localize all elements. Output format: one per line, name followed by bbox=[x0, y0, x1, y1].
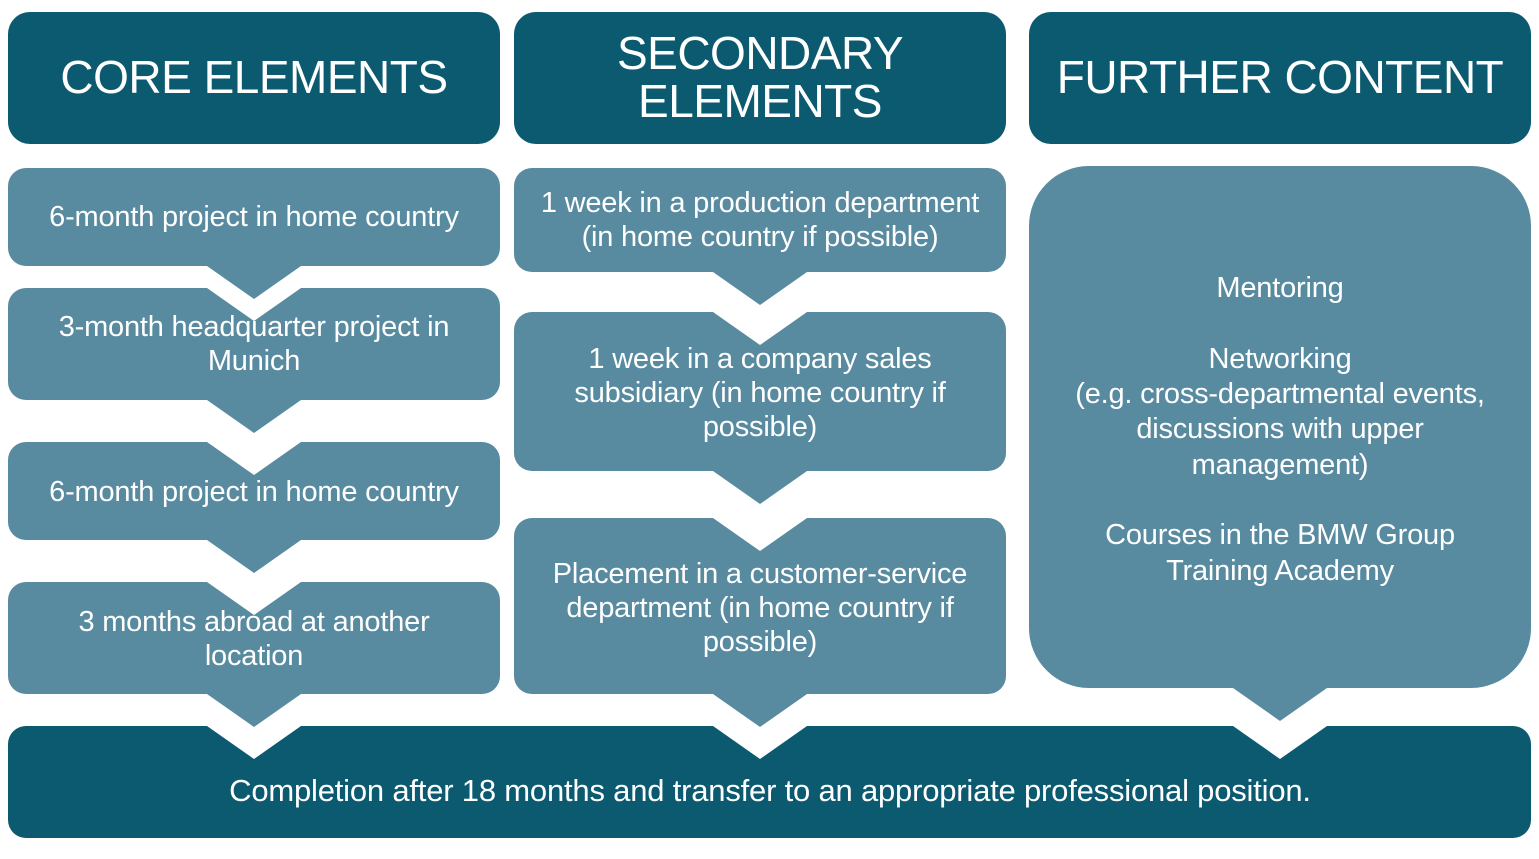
panel-box-further bbox=[1029, 166, 1531, 721]
header-box-secondary bbox=[514, 12, 1006, 144]
step-box-secondary-1 bbox=[514, 168, 1006, 305]
header-box-core bbox=[8, 12, 500, 144]
step-box-core-2 bbox=[8, 288, 500, 433]
step-box-secondary-3 bbox=[514, 518, 1006, 727]
step-box-secondary-2 bbox=[514, 312, 1006, 504]
step-box-core-1 bbox=[8, 168, 500, 299]
footer-bar bbox=[8, 726, 1531, 838]
step-box-core-3 bbox=[8, 442, 500, 573]
step-box-core-4 bbox=[8, 582, 500, 727]
header-box-further bbox=[1029, 12, 1531, 144]
